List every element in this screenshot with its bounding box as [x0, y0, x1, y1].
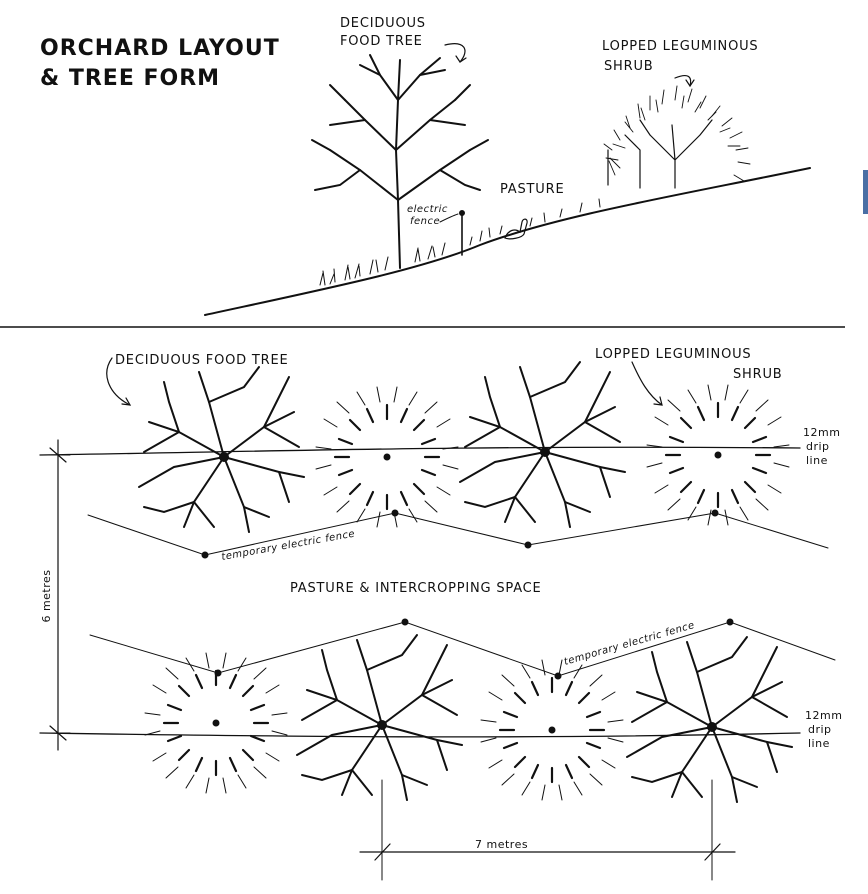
plan-shrub [314, 385, 460, 529]
plan-shrub [645, 383, 791, 527]
fence-top [87, 512, 829, 556]
plan-tree [138, 366, 305, 533]
drip-top-line3: line [806, 454, 828, 467]
drip-bottom-line1: 12mm [805, 709, 842, 722]
fence-bottom [89, 621, 836, 677]
plan-shrub [479, 658, 625, 802]
tree-arrow [444, 43, 466, 63]
fence-post [401, 618, 409, 626]
shrub-section [603, 85, 751, 189]
drip-top-line1: 12mm [803, 426, 840, 439]
plan-tree [626, 636, 793, 803]
dim-vertical-label: 6 metres [40, 569, 53, 622]
plan-deciduous-label: DECIDUOUS FOOD TREE [115, 353, 288, 368]
dim-horizontal-label: 7 metres [475, 838, 528, 851]
fence-post [201, 551, 209, 559]
fence-post [726, 618, 734, 626]
edge-tab [863, 170, 868, 214]
drip-line-top [39, 446, 801, 456]
drip-bottom-line3: line [808, 737, 830, 750]
fence-post [391, 509, 399, 517]
fence-post [554, 672, 562, 680]
fence-post [711, 509, 719, 517]
plan-view [39, 357, 836, 881]
section-view [204, 43, 811, 316]
plan-tree [296, 634, 463, 801]
fence-top-label: temporary electric fence [221, 529, 356, 563]
drip-top-line2: drip [806, 440, 830, 453]
pasture-label: PASTURE [500, 182, 564, 197]
lopped-plan-arrow [631, 361, 663, 406]
drip-bottom-line2: drip [808, 723, 832, 736]
fence-label-line1: electric [407, 204, 448, 215]
fence-post [524, 541, 532, 549]
shrub-arrow [674, 74, 692, 87]
plan-lopped-label-line2: SHRUB [733, 367, 783, 382]
deciduous-tree-section [311, 54, 489, 269]
plan-tree [459, 361, 626, 528]
fence-label-line2: fence [410, 216, 440, 227]
title-line2: & TREE FORM [40, 66, 220, 91]
ground-line [204, 167, 811, 316]
pasture-intercropping-label: PASTURE & INTERCROPPING SPACE [290, 581, 542, 596]
deciduous-plan-arrow [106, 357, 131, 406]
fence-arrow [439, 213, 459, 223]
lopped-label-line1: LOPPED LEGUMINOUS [602, 39, 758, 54]
plan-shrub [143, 651, 289, 795]
deciduous-label-line2: FOOD TREE [340, 34, 423, 49]
title-line1: ORCHARD LAYOUT [40, 36, 280, 61]
grass-tufts [319, 198, 601, 286]
lopped-label-line2: SHRUB [604, 59, 654, 74]
fence-bottom-label: temporary electric fence [563, 620, 696, 668]
fence-post-top [459, 210, 465, 216]
plan-lopped-label-line1: LOPPED LEGUMINOUS [595, 347, 751, 362]
deciduous-label-line1: DECIDUOUS [340, 16, 426, 31]
animal-icon [504, 218, 528, 240]
